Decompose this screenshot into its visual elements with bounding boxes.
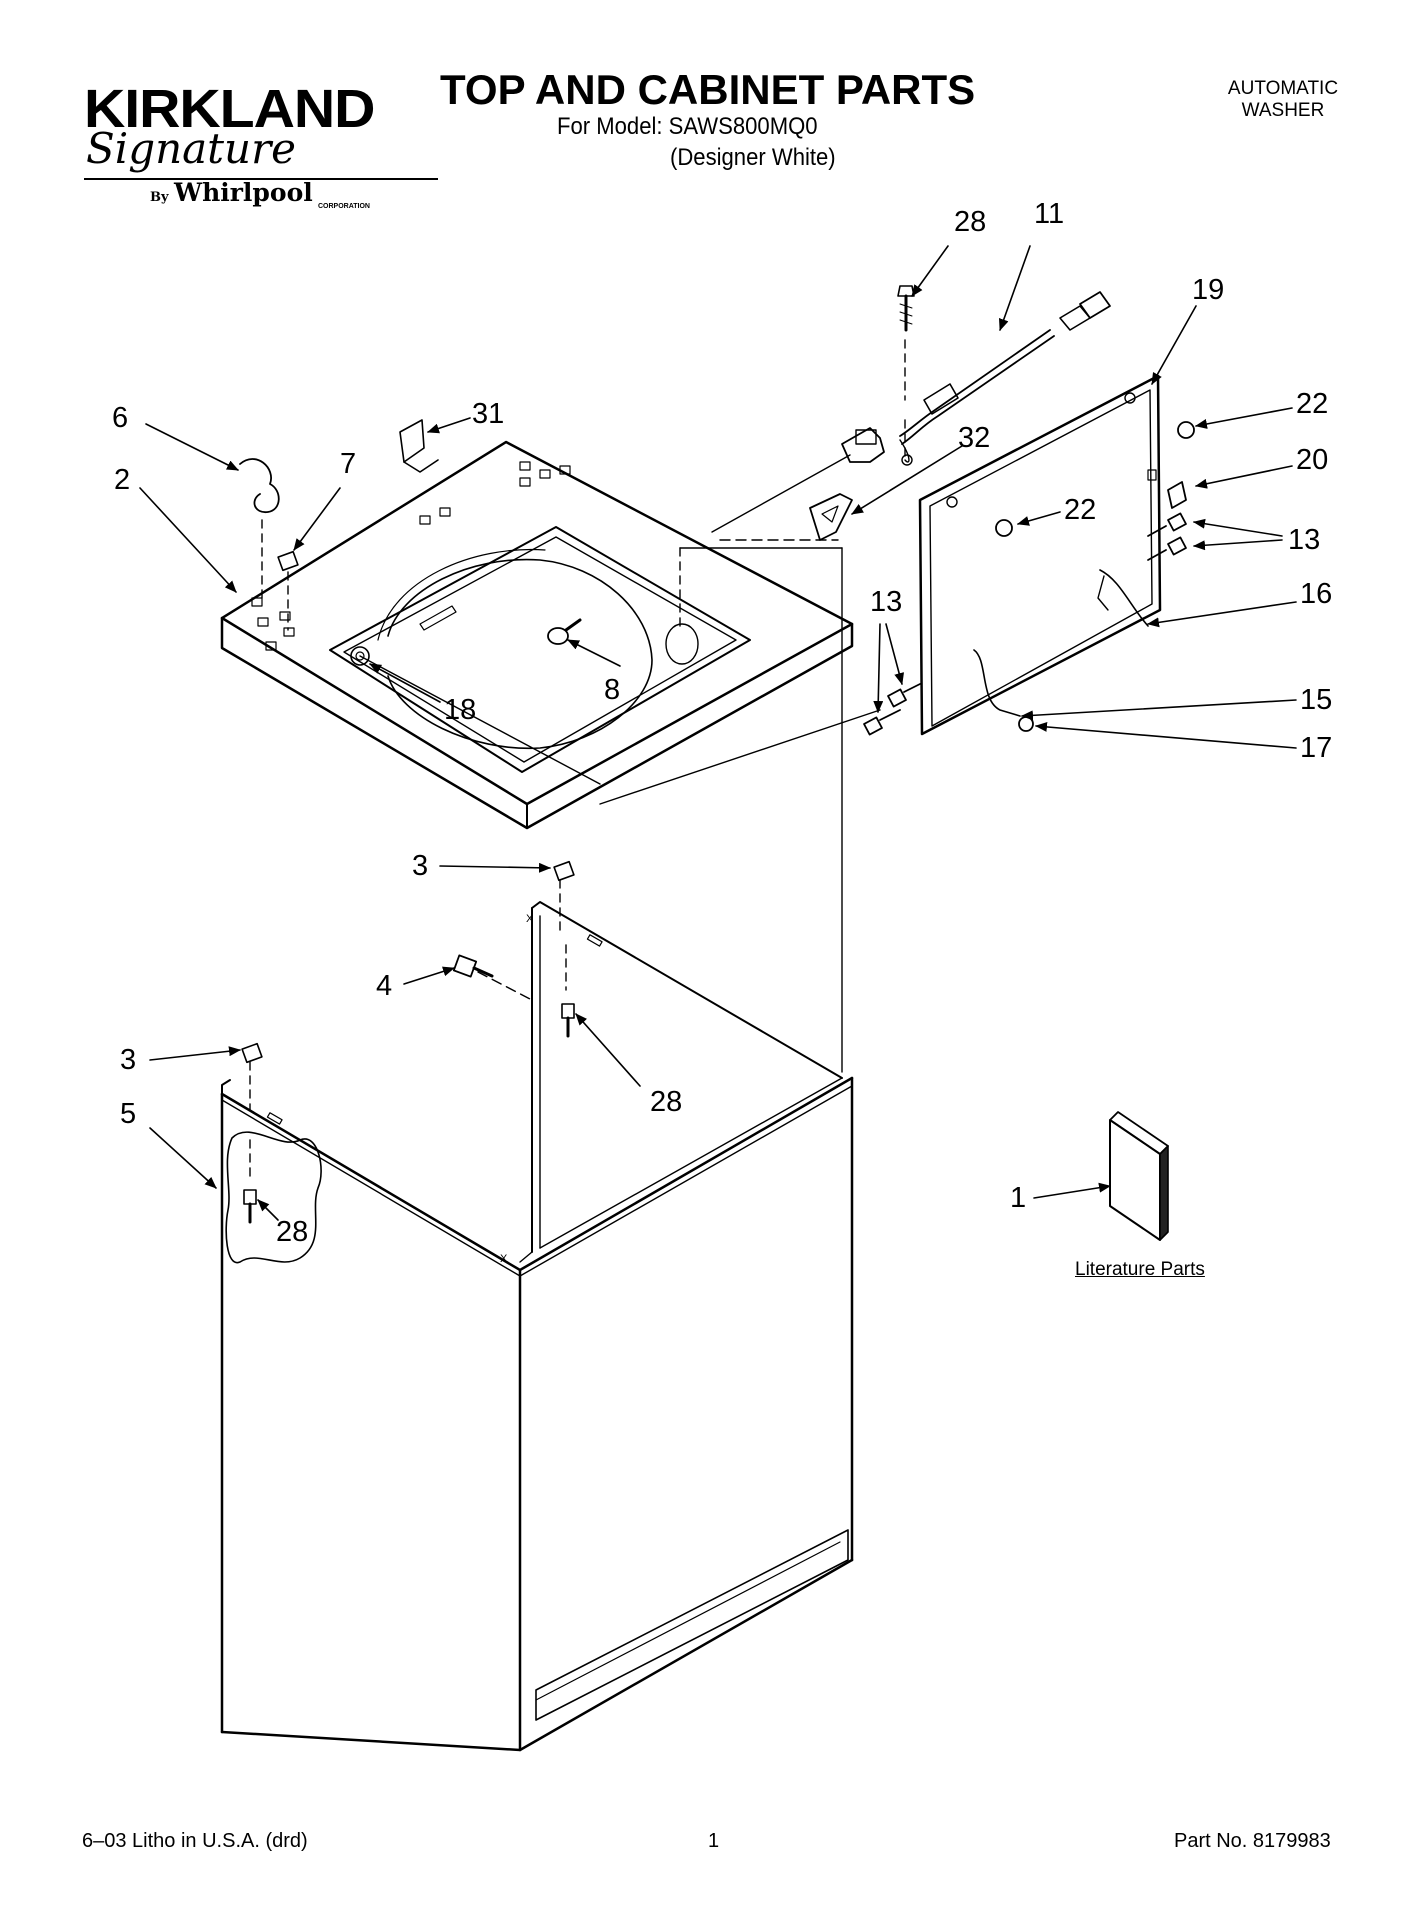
- callout-16: 16: [1300, 578, 1333, 610]
- callout-28-middle: 28: [650, 1086, 683, 1118]
- product-type-line-2: WASHER: [1241, 100, 1325, 121]
- callout-6: 6: [112, 402, 129, 434]
- callout-15: 15: [1300, 684, 1333, 716]
- literature-booklet: [1109, 1111, 1169, 1241]
- callout-28-lower: 28: [276, 1216, 309, 1248]
- assembly-guide-lines: [249, 339, 906, 1277]
- callout-5: 5: [120, 1098, 137, 1130]
- maker-logo: Whirlpool: [174, 178, 313, 207]
- hardware-parts: [239, 419, 1195, 1224]
- brand-by-label: By: [150, 190, 169, 205]
- callout-22-upper: 22: [1296, 388, 1329, 420]
- washer-cabinet: X X: [220, 901, 854, 1752]
- product-type-line-1: AUTOMATIC: [1227, 78, 1339, 99]
- callout-11: 11: [1034, 198, 1065, 230]
- page-title: TOP AND CABINET PARTS: [440, 66, 976, 113]
- callout-17: 17: [1300, 732, 1333, 764]
- brand-logo-wordmark: KIRKLAND: [84, 79, 375, 139]
- part-number: Part No. 8179983: [1174, 1830, 1331, 1852]
- print-info: 6–03 Litho in U.S.A. (drd): [82, 1830, 308, 1852]
- model-variant: (Designer White): [670, 144, 836, 171]
- console-frame: [918, 374, 1162, 736]
- callout-2: 2: [114, 464, 131, 496]
- literature-parts-label: Literature Parts: [1075, 1259, 1205, 1280]
- lid-switch-harness: [841, 285, 1111, 466]
- callout-7: 7: [340, 448, 357, 480]
- brand-logo-script: Signature: [86, 124, 297, 173]
- callout-3-upper: 3: [412, 850, 429, 882]
- callout-31: 31: [472, 398, 505, 430]
- callout-8: 8: [604, 674, 621, 706]
- svg-text:X: X: [526, 913, 534, 925]
- callout-3-lower: 3: [120, 1044, 137, 1076]
- callout-28-top: 28: [954, 206, 987, 238]
- callout-20: 20: [1296, 444, 1329, 476]
- svg-text:X: X: [500, 1253, 508, 1265]
- page-number: 1: [708, 1830, 720, 1852]
- callout-13-right: 13: [1288, 524, 1321, 556]
- callout-22-lower: 22: [1064, 494, 1097, 526]
- callout-1: 1: [1010, 1182, 1027, 1214]
- callout-18: 18: [444, 694, 477, 726]
- model-number: For Model: SAWS800MQ0: [557, 113, 818, 140]
- callout-32: 32: [958, 422, 991, 454]
- washer-top-panel: [220, 440, 854, 830]
- callout-4: 4: [376, 970, 393, 1002]
- callout-19: 19: [1192, 274, 1225, 306]
- callout-13-left: 13: [870, 586, 903, 618]
- callout-leaders: [139, 245, 1297, 1221]
- maker-logo-suffix: CORPORATION: [318, 203, 370, 210]
- logo-divider: [84, 178, 438, 180]
